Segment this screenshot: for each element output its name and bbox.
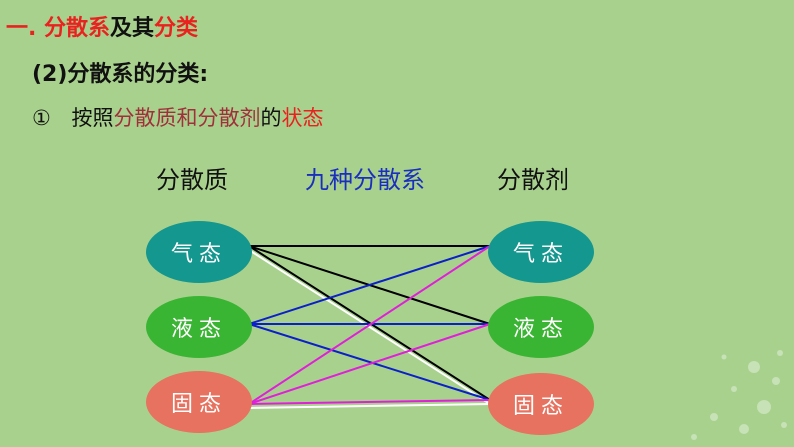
dispersion-medium-header: 分散剂 <box>497 166 569 194</box>
heading-part-3: 分类 <box>154 16 199 41</box>
classification-criterion: ① 按照分散质和分散剂的状态 <box>32 102 324 132</box>
connection-line <box>248 323 491 401</box>
criterion-prefix: 按照 <box>71 106 114 130</box>
criterion-phrase-1: 分散质和分散剂 <box>113 106 261 130</box>
connection-line <box>248 403 491 409</box>
right-node-liquid-label: 液态 <box>512 317 569 342</box>
right-node-gas: 气态 <box>488 221 594 283</box>
heading-part-1: 一. 分散系 <box>6 16 111 41</box>
connection-line <box>248 245 491 405</box>
connection-line <box>248 323 491 405</box>
right-node-liquid: 液态 <box>488 296 594 358</box>
circled-one-marker: ① <box>32 106 51 130</box>
criterion-phrase-2: 状态 <box>281 106 324 130</box>
dispersed-phase-header: 分散质 <box>156 166 228 194</box>
right-node-gas-label: 气态 <box>512 242 569 267</box>
left-node-liquid: 液态 <box>146 296 252 358</box>
left-node-gas-label: 气态 <box>170 242 227 267</box>
heading-part-2: 及其 <box>110 16 155 41</box>
criterion-middle: 的 <box>260 106 282 130</box>
connection-line <box>248 249 491 405</box>
connection-line <box>248 399 491 405</box>
connection-line <box>248 245 491 325</box>
right-node-solid: 固态 <box>488 373 594 435</box>
slide-heading: 一. 分散系及其分类 <box>6 10 198 42</box>
left-node-gas: 气态 <box>146 221 252 283</box>
left-node-solid-label: 固态 <box>170 392 227 417</box>
section-subtitle: (2)分散系的分类: <box>32 62 209 87</box>
nine-systems-header: 九种分散系 <box>305 166 425 194</box>
left-node-solid: 固态 <box>146 371 252 433</box>
left-node-liquid-label: 液态 <box>170 317 227 342</box>
right-node-solid-label: 固态 <box>512 394 569 419</box>
